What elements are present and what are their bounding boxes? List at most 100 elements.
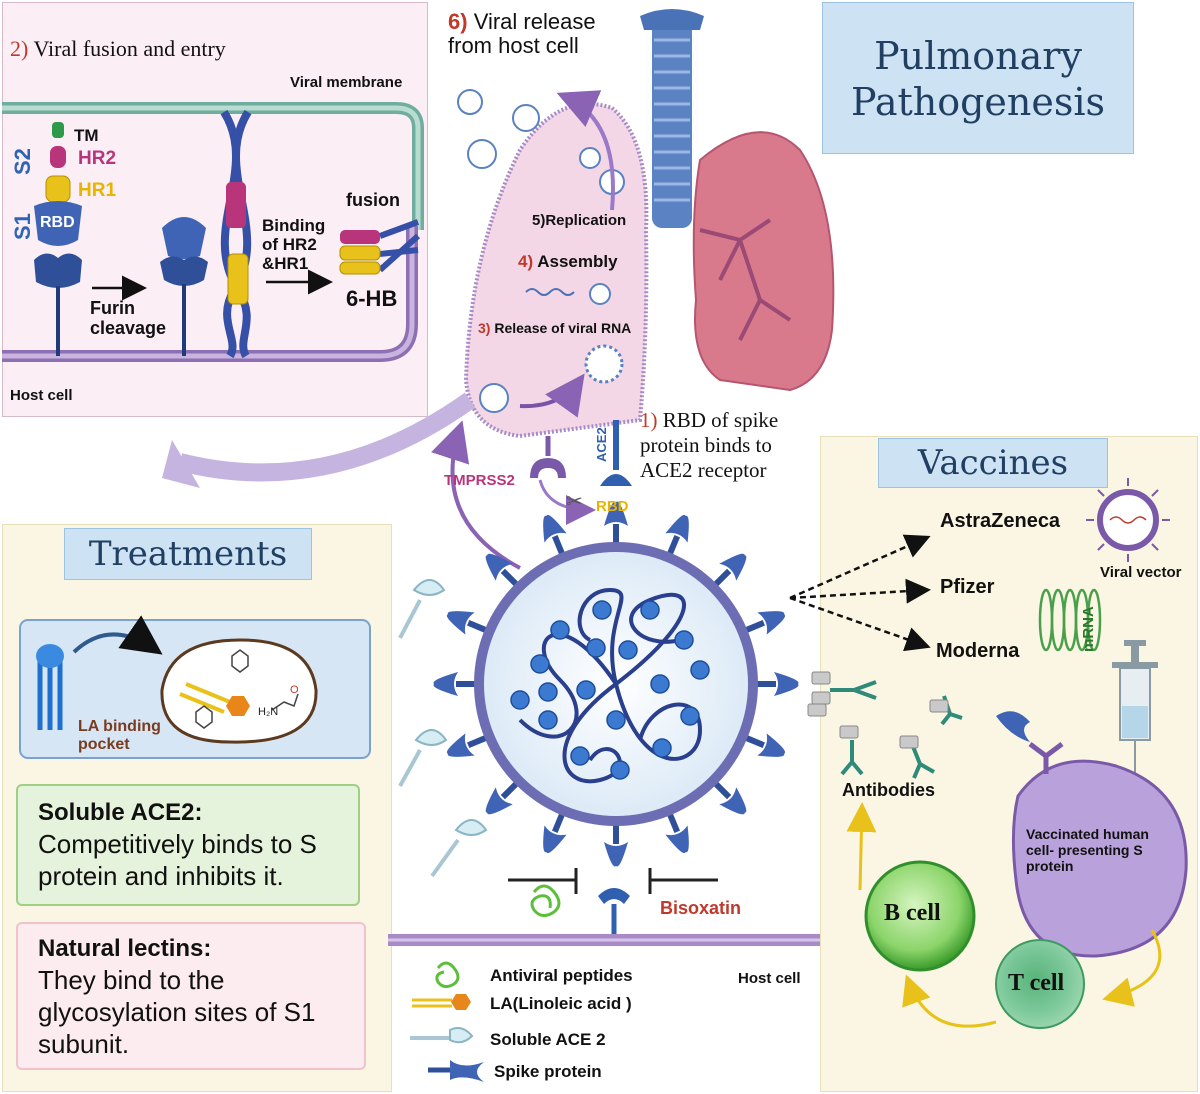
soluble-ace2-box: Soluble ACE2: Competitively binds to S p…: [16, 784, 360, 906]
release-line2: from host cell: [448, 33, 579, 58]
host-cell-label-bottom: Host cell: [738, 970, 801, 987]
moderna-label: Moderna: [936, 640, 1020, 662]
scissors-icon: ✂: [566, 491, 583, 513]
host-cell-label-fusion: Host cell: [10, 387, 73, 404]
tmprss2-label: TMPRSS2: [444, 472, 515, 489]
treatments-title: Treatments: [64, 528, 312, 580]
pulmonary-title: Pulmonary Pathogenesis: [822, 2, 1134, 154]
viral-membrane-label: Viral membrane: [290, 74, 403, 91]
inhibition-markers: [508, 868, 718, 894]
release-label: 6) Viral release from host cell: [448, 10, 596, 58]
soluble-ace2-text: Competitively binds to S protein and inh…: [38, 829, 317, 891]
la-pocket-line2: pocket: [78, 736, 130, 753]
soluble-ace2-heading: Soluble ACE2:: [38, 799, 203, 826]
s2-label: S2: [10, 148, 35, 175]
assembly-num: 4): [518, 252, 534, 271]
host-cell-membrane-bottom: [388, 934, 820, 946]
step1-line3: ACE2 receptor: [640, 458, 767, 482]
oxygen-label: O: [290, 684, 299, 696]
legend-antiviral: Antiviral peptides: [490, 966, 633, 985]
vaccinated-line3: protein: [1026, 858, 1074, 874]
furin-label: Furin cleavage: [90, 298, 166, 338]
natural-lectins-box: Natural lectins: They bind to the glycos…: [16, 922, 366, 1070]
step1-label: 1) RBD of spike protein binds to ACE2 re…: [640, 408, 778, 483]
bisoxatin-label: Bisoxatin: [660, 898, 742, 918]
vaccines-title: Vaccines: [878, 438, 1108, 488]
fusion-title-text: Viral fusion and entry: [33, 36, 226, 61]
tmprss2-receptor: [530, 436, 566, 478]
la-binding-pocket-box: [19, 615, 371, 759]
legend-soluble-ace2: Soluble ACE 2: [490, 1030, 606, 1049]
release-rna-label: 3) Release of viral RNA: [478, 320, 631, 336]
cleavage-arrow: [538, 479, 596, 525]
viral-vector-icon: [1086, 478, 1170, 562]
six-hb-label: 6-HB: [346, 286, 398, 311]
release-arrow: [556, 90, 615, 211]
furin-line2: cleavage: [90, 318, 167, 338]
viral-vector-label: Viral vector: [1100, 564, 1182, 581]
hr2-label: HR2: [78, 148, 117, 169]
release-rna-text: Release of viral RNA: [494, 320, 632, 336]
coronavirus: [433, 501, 799, 867]
binding-line1: Binding: [262, 216, 326, 235]
natural-lectins-heading: Natural lectins:: [38, 935, 212, 962]
hr-helix: [220, 109, 252, 359]
replication-label: 5)Replication: [532, 212, 626, 229]
ace2-receptor: [600, 420, 632, 486]
b-cell-label: B cell: [884, 900, 941, 926]
binding-label: Binding of HR2 &HR1: [262, 216, 325, 273]
pfizer-label: Pfizer: [940, 576, 995, 598]
pulmonary-line1: Pulmonary: [874, 34, 1082, 78]
virus-particles: [457, 89, 625, 413]
nh2-label: H₂N: [258, 706, 279, 718]
spike-protein-full: [34, 122, 82, 356]
tm-label: TM: [74, 126, 99, 145]
viral-membrane: [2, 102, 424, 230]
trachea: [640, 9, 704, 228]
astrazeneca-label: AstraZeneca: [940, 510, 1061, 532]
assembly-text: Assembly: [537, 252, 618, 271]
spike-protein-cleaved: [160, 217, 208, 356]
pulmonary-line2: Pathogenesis: [850, 80, 1106, 124]
big-arrow-fusion: [177, 392, 476, 482]
la-pocket-label: LA binding pocket: [78, 718, 161, 754]
host-ace2-bottom: [598, 888, 630, 936]
replication-text: 5)Replication: [532, 212, 627, 229]
binding-line2: of HR2: [262, 235, 317, 254]
s1-label: S1: [10, 213, 35, 240]
vaccinated-line2: cell- presenting S: [1026, 842, 1143, 858]
vaccine-arrows: [789, 534, 931, 652]
viral-rna-capsid: [584, 344, 624, 384]
furin-line1: Furin: [90, 298, 135, 318]
la-pocket-line1: LA binding: [78, 718, 161, 735]
assembly-label: 4) Assembly: [518, 252, 618, 272]
legend-la: LA(Linoleic acid ): [490, 994, 632, 1013]
rbd-label-center: RBD: [596, 498, 629, 515]
immune-arrows: [846, 802, 1162, 1028]
antiviral-peptide-icon: [530, 884, 561, 917]
step1-line2: protein binds to: [640, 433, 772, 457]
legend-icons: [410, 961, 484, 1082]
release-line1: Viral release: [473, 9, 596, 34]
right-lung: [692, 131, 835, 392]
mrna-label: mRNA: [1080, 606, 1097, 652]
syringe-icon: [1112, 640, 1158, 790]
release-rna-num: 3): [478, 320, 491, 336]
vaccinated-cell-label: Vaccinated human cell- presenting S prot…: [1026, 826, 1149, 874]
vaccinated-line1: Vaccinated human: [1026, 826, 1149, 842]
vaccinated-cell: [996, 711, 1188, 958]
rbd-label-fusion: RBD: [40, 214, 75, 231]
step1-line1: RBD of spike: [662, 408, 779, 432]
step1-num: 1): [640, 408, 658, 432]
viral-rna-strand: [525, 288, 575, 296]
antibodies-label: Antibodies: [842, 780, 935, 800]
b-cell: [864, 860, 976, 972]
t-cell-label: T cell: [1008, 970, 1065, 996]
release-num: 6): [448, 9, 468, 34]
fusion-title-num: 2): [10, 36, 29, 61]
entry-arrow: [519, 373, 585, 418]
binding-line3: &HR1: [262, 254, 309, 273]
big-arrow-head: [162, 440, 200, 488]
mrna-coil-icon: [1038, 588, 1102, 652]
